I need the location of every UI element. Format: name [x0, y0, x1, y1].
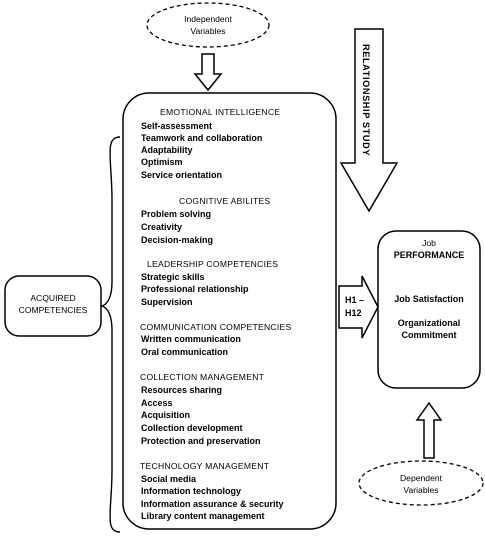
independent-line1: Independent [184, 14, 232, 24]
group-item: Written communication [141, 334, 241, 344]
group-heading: EMOTIONAL INTELLIGENCE [160, 107, 280, 117]
group-item: Problem solving [141, 209, 211, 219]
job-line1: Job [422, 238, 436, 248]
group-item: Protection and preservation [141, 436, 261, 446]
group-item: Teamwork and collaboration [141, 133, 262, 143]
group-item: Access [141, 398, 173, 408]
group-item: Optimism [141, 157, 183, 167]
group-heading: COGNITIVE ABILITES [179, 196, 270, 206]
dependent-up-arrow [415, 401, 443, 459]
group-item: Creativity [141, 222, 182, 232]
dependent-line2: Variables [403, 485, 438, 495]
group-technology-management: TECHNOLOGY MANAGEMENT Social media Infor… [140, 461, 284, 521]
job-item-commitment-1: Organizational [398, 318, 461, 328]
group-heading: TECHNOLOGY MANAGEMENT [140, 461, 270, 471]
group-heading: COMMUNICATION COMPETENCIES [140, 322, 291, 332]
relationship-study-arrow: RELATIONSHIP STUDY [339, 28, 399, 213]
group-item: Information technology [141, 486, 241, 496]
acquired-competencies-node: ACQUIRED COMPETENCIES [4, 275, 102, 337]
relationship-study-label: RELATIONSHIP STUDY [361, 44, 371, 156]
independent-variables-node: Independent Variables [146, 2, 270, 48]
group-item: Oral communication [141, 347, 228, 357]
group-item: Resources sharing [141, 385, 222, 395]
group-item: Adaptability [141, 145, 193, 155]
group-emotional-intelligence: EMOTIONAL INTELLIGENCE Self-assessment T… [141, 107, 280, 180]
job-item-commitment-2: Commitment [401, 330, 456, 340]
competencies-box [122, 92, 337, 530]
job-performance-node: Job PERFORMANCE Job Satisfaction Organiz… [377, 230, 481, 389]
independent-line2: Variables [190, 26, 225, 36]
curly-brace [99, 136, 121, 533]
group-collection-management: COLLECTION MANAGEMENT Resources sharing … [140, 372, 265, 446]
group-item: Service orientation [141, 170, 222, 180]
group-item: Strategic skills [141, 272, 205, 282]
group-communication-competencies: COMMUNICATION COMPETENCIES Written commu… [140, 322, 291, 357]
group-item: Information assurance & security [141, 499, 284, 509]
group-item: Social media [141, 474, 197, 484]
group-item: Collection development [141, 423, 243, 433]
acquired-line2: COMPETENCIES [19, 305, 88, 315]
hypothesis-line1: H1 – [345, 295, 364, 305]
hypothesis-arrow: H1 – H12 [338, 275, 379, 339]
job-line2: PERFORMANCE [394, 250, 465, 260]
group-heading: COLLECTION MANAGEMENT [140, 372, 265, 382]
hypothesis-line2: H12 [345, 308, 362, 318]
group-cognitive-abilities: COGNITIVE ABILITES Problem solving Creat… [141, 196, 270, 245]
independent-down-arrow [193, 53, 223, 92]
group-item: Self-assessment [141, 121, 212, 131]
job-item-satisfaction: Job Satisfaction [394, 294, 464, 304]
group-item: Decision-making [141, 235, 213, 245]
group-heading: LEADERSHIP COMPETENCIES [147, 259, 278, 269]
group-item: Acquisition [141, 410, 190, 420]
group-leadership-competencies: LEADERSHIP COMPETENCIES Strategic skills… [141, 259, 278, 307]
acquired-line1: ACQUIRED [30, 293, 75, 303]
group-item: Library content management [141, 511, 265, 521]
dependent-variables-node: Dependent Variables [358, 460, 484, 506]
group-item: Supervision [141, 297, 193, 307]
group-item: Professional relationship [141, 284, 249, 294]
dependent-line1: Dependent [400, 473, 443, 483]
